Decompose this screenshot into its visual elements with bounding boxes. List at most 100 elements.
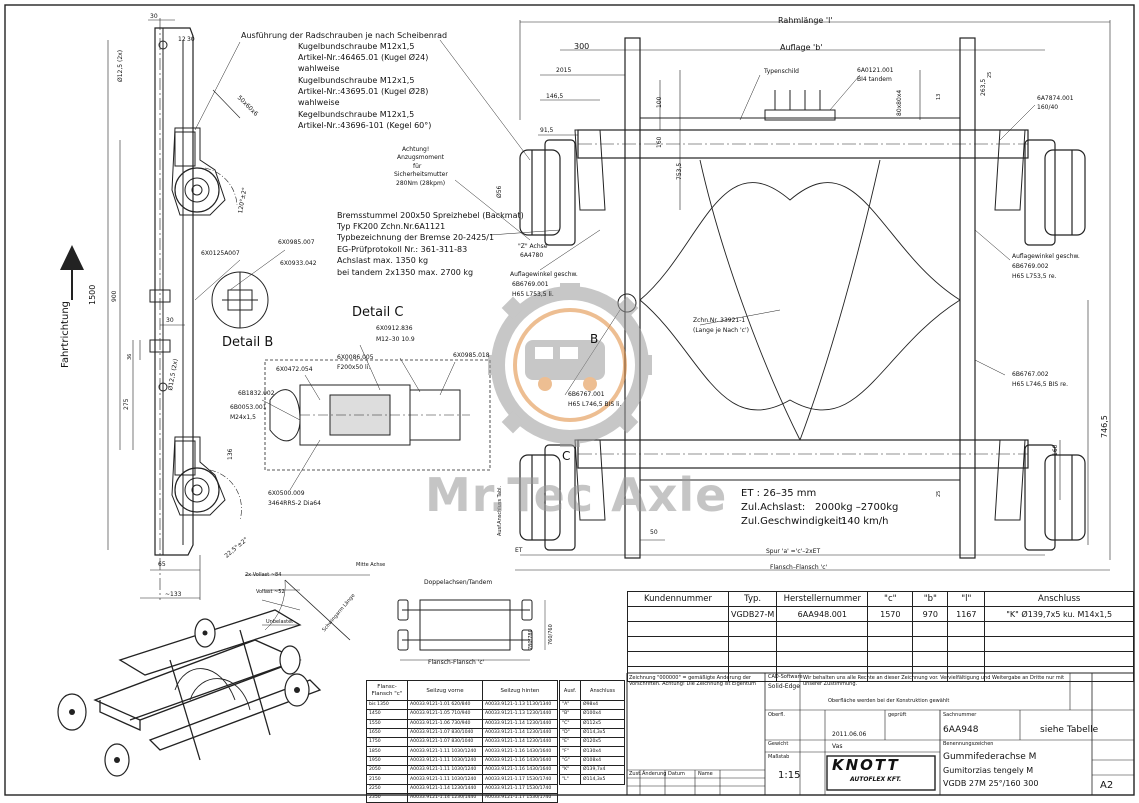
table-cell: Ø130x4 xyxy=(580,746,625,757)
table-cell: 2350 xyxy=(366,792,408,803)
table-cell: A0033.9121-1.14 1230/1440 xyxy=(482,737,558,748)
table-cell: A0033.9121-1.16 1430/1640 xyxy=(482,746,558,757)
table-row: VGDB27-M 6AA948.001 1570 970 1167 "K" Ø1… xyxy=(627,606,1134,622)
siehe-tabelle: siehe Tabelle xyxy=(1040,725,1099,735)
dim-133: ~133 xyxy=(165,591,182,598)
part-6x0125a007: 6X0125A007 xyxy=(201,250,240,257)
watermark-text: Mr.Tec Axle xyxy=(425,468,728,522)
table-cell: A0033.9121-1.14 1230/1440 xyxy=(482,727,558,739)
dim-65: 65 xyxy=(158,561,166,568)
table-cell: "D" xyxy=(559,727,581,739)
table-cell: "G" xyxy=(559,755,581,767)
table-cell: A0033.9121-1.14 1230/1440 xyxy=(407,792,483,803)
dim-1500: 1500 xyxy=(88,284,97,305)
geprueft-label: geprüft xyxy=(888,712,907,718)
cell-kundennummer xyxy=(627,606,729,622)
part-6b6767-left: 6B6767.001 xyxy=(568,391,605,398)
cad-label: CAD-Software xyxy=(768,674,803,680)
part-6x0912: 6X0912.836 xyxy=(376,325,413,332)
part-6b6767-left-size: H65 L746,5 BIS li. xyxy=(568,401,622,408)
part-6x0933-042: 6X0933.042 xyxy=(280,260,317,267)
cad-value: Solid-Edge xyxy=(768,683,800,690)
table-row: "L"Ø114,3x5 xyxy=(559,774,625,785)
detail-b-title: Detail B xyxy=(222,335,274,350)
dim-915: 91,5 xyxy=(540,127,554,134)
part-6x0086-sub: F200x50 li. xyxy=(337,364,371,371)
knott-logo: KNOTT xyxy=(832,756,900,774)
part-6b1832: 6B1832.002 xyxy=(238,390,275,397)
dim-hole-top: Ø12,5 (2x) xyxy=(117,49,124,82)
anschluss-table-header: Ausf. Anschluss xyxy=(559,680,625,701)
col-seilzug-vorne: Seilzug vorne xyxy=(407,680,483,701)
doppelachse-760: 760/760 xyxy=(548,624,554,645)
et-range: ET : 26–35 mm xyxy=(741,488,817,499)
table-cell: "C" xyxy=(559,718,581,729)
table-cell: Ø114,3x5 xyxy=(580,774,625,785)
table-cell: bis 1350 xyxy=(366,699,408,711)
table-cell: Ø100x4 xyxy=(580,709,625,720)
table-row: "D"Ø114,3x5 xyxy=(559,727,625,739)
col-flansch: Flansc-Flansch "c" xyxy=(366,680,408,701)
table-cell: A0033.9121-1.11 1030/1240 xyxy=(407,755,483,767)
table-cell: "A" xyxy=(559,699,581,711)
zchn-note: Zchn.Nr. 33921-1 xyxy=(693,317,746,324)
dim-160-top: 160 xyxy=(656,136,663,148)
cell-l: 1167 xyxy=(947,606,986,622)
part-6a7874: 6A7874.001 xyxy=(1037,95,1074,102)
table-cell: A0033.9121-1.01 620/840 xyxy=(407,699,483,711)
table-cell: A0033.9121-1.07 830/1040 xyxy=(407,727,483,739)
knott-logo-sub: AUTOFLEX KFT. xyxy=(850,776,902,783)
auflagewinkel-left-size: H65 L753,5 li. xyxy=(512,291,554,298)
table-cell: Ø98x4 xyxy=(580,699,625,711)
table-cell: A0033.9121-1.14 1230/1440 xyxy=(482,718,558,729)
kunden-table-header: Kundennummer Typ. Herstellernummer "c" "… xyxy=(627,591,1134,607)
flansch-table: Flansc-Flansch "c" Seilzug vorne Seilzug… xyxy=(366,680,558,803)
table-cell: A0033.9121-1.17 1530/1740 xyxy=(482,774,558,785)
oberflaeche-note: Oberfläche werden bei der Konstruktion g… xyxy=(828,698,950,704)
auflagewinkel-right: Auflagewinkel geschw. xyxy=(1012,253,1080,260)
table-cell: 2150 xyxy=(366,774,408,785)
col-herstellernummer: Herstellernummer xyxy=(776,591,869,607)
title-note-top: Zeichnung "000000" = gemäßigte Änderung … xyxy=(629,675,756,687)
detail-b-marker: B xyxy=(590,332,599,346)
col-seilzug-hinten: Seilzug hinten xyxy=(482,680,558,701)
dim-300: 300 xyxy=(574,42,590,51)
table-cell: A0033.9121-1.06 730/940 xyxy=(407,718,483,729)
part-6b6767-right-size: H65 L746,5 BIS re. xyxy=(1012,381,1069,388)
col-name: Name xyxy=(698,771,713,777)
dim-2635: 263,5 xyxy=(980,78,987,96)
geschwindigkeit-label: Zul.Geschwindigkeit: xyxy=(741,516,846,527)
col-aenderung: Änderung xyxy=(642,771,667,777)
part-6x0985-018: 6X0985.018 xyxy=(453,352,490,359)
table-cell: 1650 xyxy=(366,727,408,739)
dim-160-right: 160 xyxy=(1052,444,1059,456)
col-c: "c" xyxy=(867,591,914,607)
dim-25-right: 25 xyxy=(936,490,942,497)
dim-13: 13 xyxy=(936,93,942,100)
sheet-size: A2 xyxy=(1100,780,1114,791)
dim-30-c: 30 xyxy=(166,317,174,324)
table-cell: A0033.9121-1.16 1430/1640 xyxy=(482,755,558,767)
table-row-empty xyxy=(627,651,1134,667)
table-cell: A0033.9121-1.05 710/940 xyxy=(407,709,483,720)
table-cell: Ø112x5 xyxy=(580,718,625,729)
achslast-value: 2000kg –2700kg xyxy=(815,502,899,513)
table-cell: 2050 xyxy=(366,765,408,776)
zchn-note-sub: (Lange je Nach 'c') xyxy=(693,327,749,334)
table-cell: A0033.9121-1.11 1030/1240 xyxy=(407,765,483,776)
title-line-2: Gumitorzias tengely M xyxy=(943,766,1034,775)
name-value: Vas xyxy=(832,743,843,750)
table-row-empty xyxy=(627,666,1134,682)
table-row: "C"Ø112x5 xyxy=(559,718,625,729)
table-cell: A0033.9121-1.17 1530/1740 xyxy=(482,792,558,803)
watermark-gear-icon xyxy=(488,283,652,447)
col-anschluss-type: Anschluss xyxy=(580,680,625,701)
scale-value: 1:15 xyxy=(778,770,801,781)
cell-anschluss: "K" Ø139,7x5 ku. M14x1,5 xyxy=(984,606,1134,622)
table-cell: 1850 xyxy=(366,746,408,757)
